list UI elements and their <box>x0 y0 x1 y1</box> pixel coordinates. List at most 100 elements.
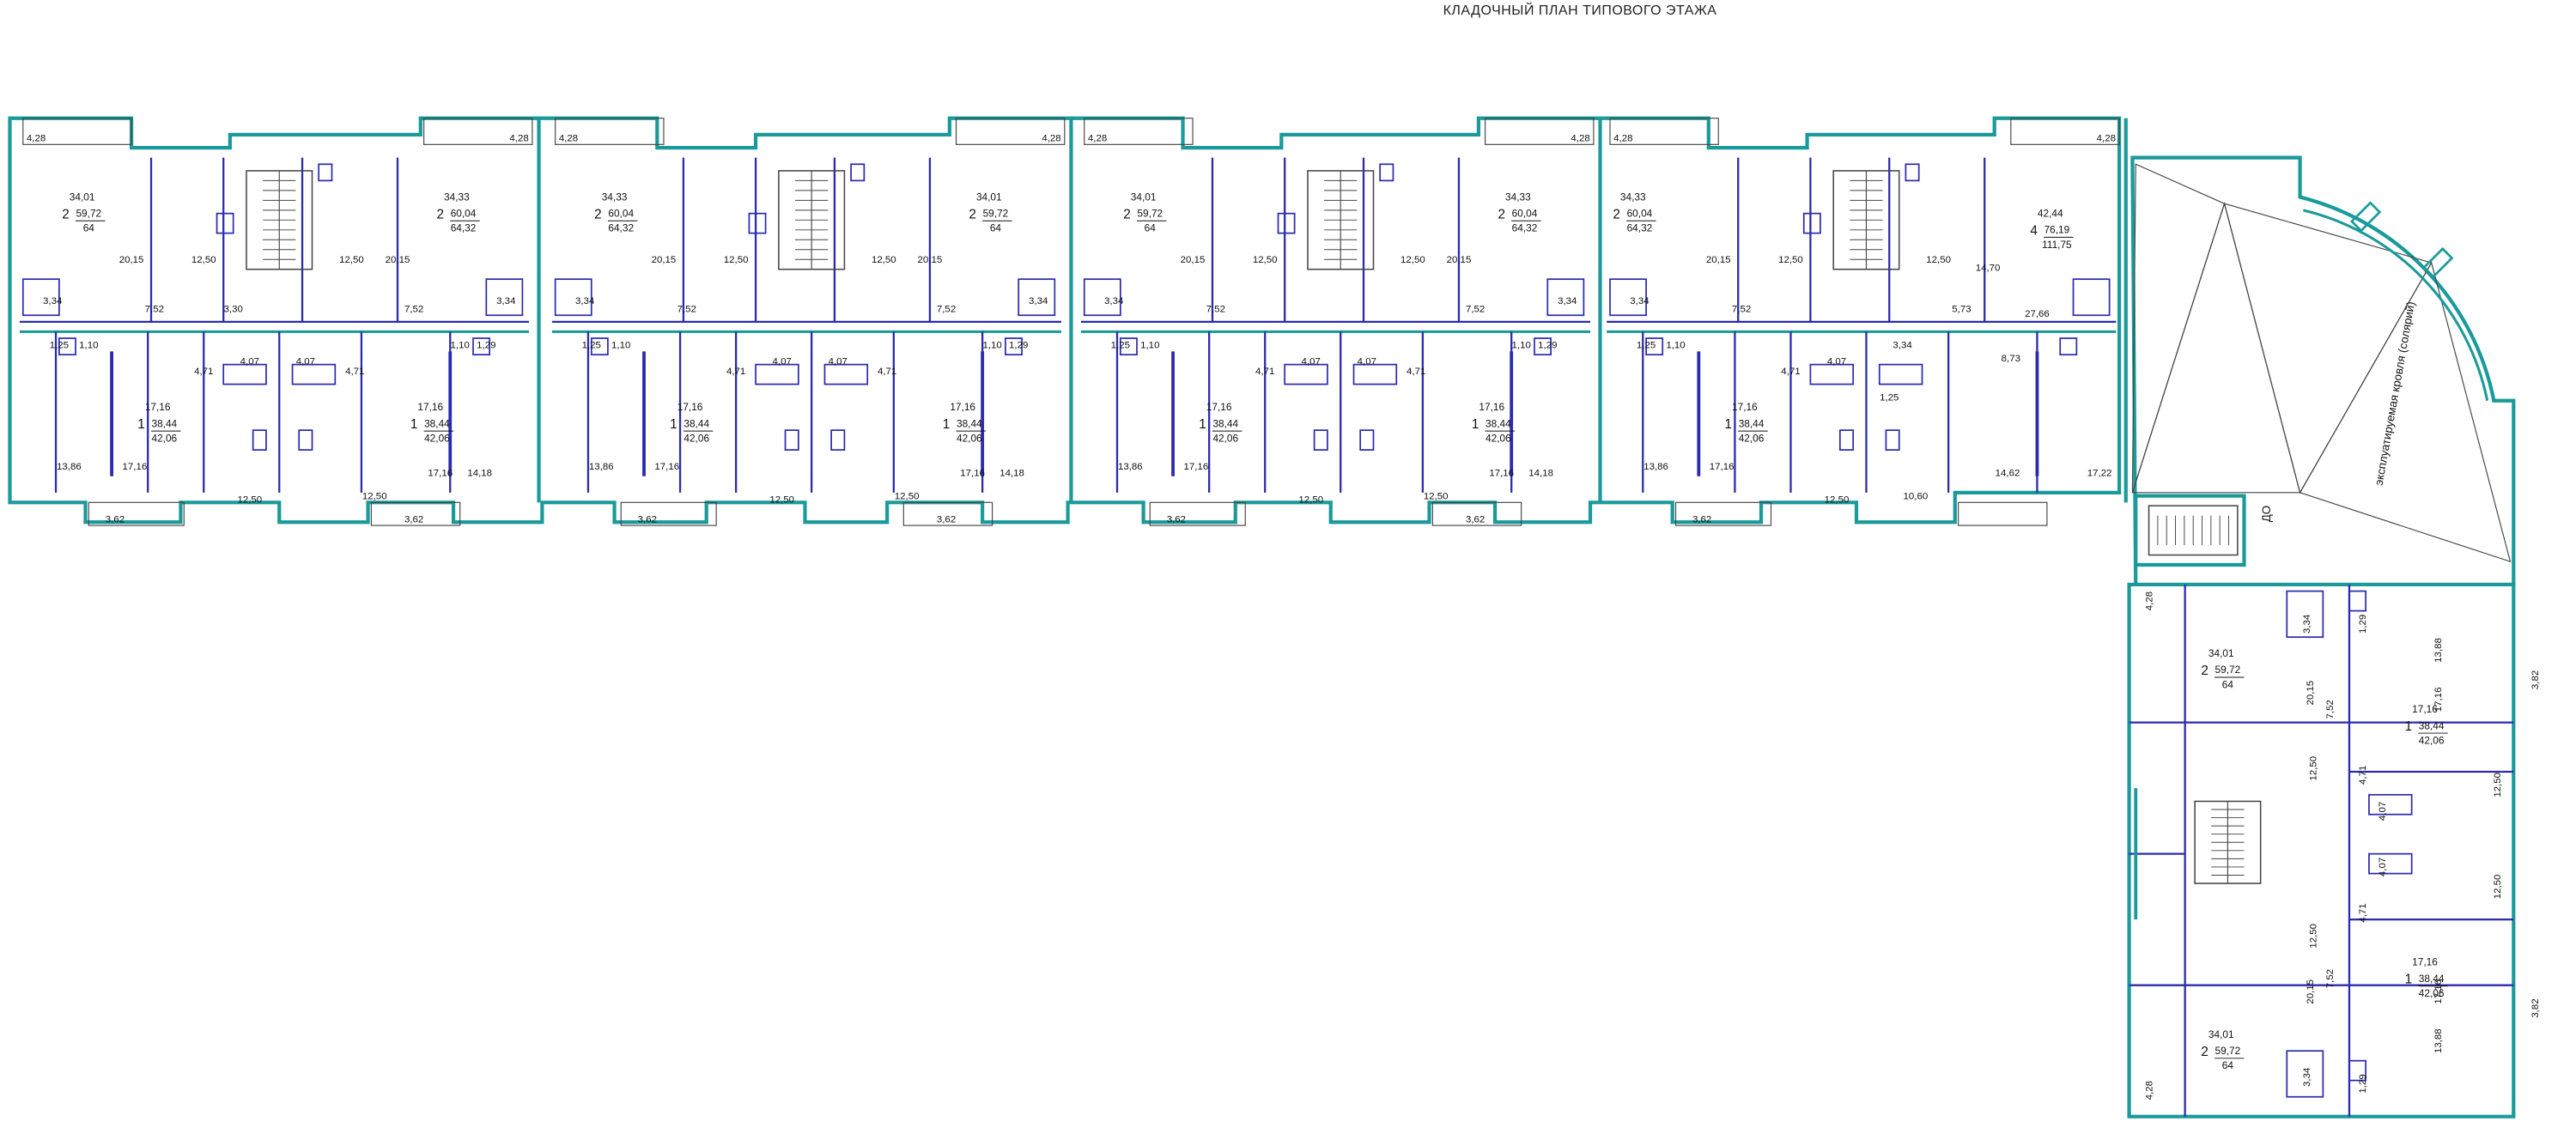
room-area: 20,15 <box>1181 255 1206 265</box>
room-area: 20,15 <box>1447 255 1472 265</box>
plumbing-fixture <box>1534 337 1552 356</box>
room-area: 12,50 <box>2309 756 2319 781</box>
balcony <box>555 118 665 145</box>
plumbing-fixture <box>1359 429 1375 451</box>
side-apartment-1room-bottom-gross-area: 42,06 <box>2419 987 2445 999</box>
room-area: 12,50 <box>2493 773 2503 797</box>
plumbing-fixture <box>1119 337 1138 356</box>
loggia-area: 3,62 <box>106 514 125 525</box>
apartment-left-1room-gross-area: 42,06 <box>683 433 709 445</box>
loggia <box>1674 501 1772 526</box>
apartment-right-total-area: 60,04 <box>1512 207 1538 219</box>
apartment-left-1room-room-count: 1 <box>670 417 677 432</box>
side-apartment-1room-top-total-area: 38,44 <box>2419 719 2445 731</box>
side-apartment-top-living-area: 34,01 <box>2208 647 2234 659</box>
apartment-right-1room-room-count: 1 <box>1472 417 1479 432</box>
apartment-right-total-area: 76,19 <box>2044 224 2070 236</box>
plumbing-fixture <box>2368 793 2413 816</box>
room-area: 12,50 <box>362 491 387 501</box>
loggia-area: 3,62 <box>1466 514 1485 525</box>
apartment-right-room-count: 4 <box>2030 224 2038 239</box>
apartment-right-1room-room-count: 1 <box>943 417 951 432</box>
apartment-right-1room-total-area: 38,44 <box>424 417 450 429</box>
room-area: 4,71 <box>2358 903 2368 922</box>
room-area: 1,25 <box>1637 341 1656 351</box>
plumbing-fixture <box>850 163 866 182</box>
room-area: 12,50 <box>724 255 749 265</box>
loggia <box>902 501 993 526</box>
room-area: 17,16 <box>123 462 148 472</box>
room-area: 12,50 <box>769 494 794 505</box>
balcony <box>22 118 132 145</box>
room-area: 13,86 <box>57 462 82 472</box>
room-area: 3,34 <box>43 296 63 306</box>
room-area: 4,07 <box>1358 357 1376 367</box>
apartment-left-room-count: 2 <box>62 207 70 221</box>
room-area: 17,16 <box>960 469 985 479</box>
side-wing-outline <box>2127 155 2516 1119</box>
room-area: 3,34 <box>1558 296 1577 306</box>
room-area: 1,10 <box>79 341 98 351</box>
room-area: 17,16 <box>428 469 453 479</box>
room-area: 3,34 <box>1630 296 1649 306</box>
apartment-left-1room-living-area: 17,16 <box>1732 401 1758 413</box>
room-area: 17,16 <box>2433 687 2444 712</box>
loggia-area: 3,82 <box>2530 998 2541 1017</box>
room-area: 7,52 <box>2325 700 2336 719</box>
loggia-area: 3,62 <box>937 514 956 525</box>
plumbing-fixture <box>1878 363 1923 385</box>
plumbing-fixture <box>252 429 267 451</box>
apartment-right-room-count: 2 <box>969 207 976 221</box>
room-area: 4,07 <box>1302 357 1321 367</box>
room-area: 12,50 <box>191 255 216 265</box>
apartment-left-1room-room-count: 1 <box>137 417 145 432</box>
plumbing-fixture <box>1083 278 1121 317</box>
roof-parapet <box>2303 209 2489 402</box>
room-area: 4,71 <box>345 367 364 377</box>
room-area: 4,07 <box>240 357 259 367</box>
room-area: 1,29 <box>1538 341 1557 351</box>
plumbing-fixture <box>1546 278 1585 317</box>
plumbing-fixture <box>1885 429 1900 451</box>
balcony-area: 4,28 <box>1042 134 1060 144</box>
room-area: 1,25 <box>50 341 69 351</box>
room-area: 12,50 <box>1400 255 1425 265</box>
roof-slope <box>2131 163 2226 494</box>
room-area: 4,71 <box>878 367 896 377</box>
apartment-right-gross-area: 111,75 <box>2042 239 2072 251</box>
apartment-right-gross-area: 64,32 <box>1512 222 1538 234</box>
plumbing-fixture <box>298 429 313 451</box>
plumbing-fixture <box>216 212 234 234</box>
room-area: 4,07 <box>1827 357 1846 367</box>
room-area: 12,50 <box>1825 494 1850 505</box>
room-area: 7,52 <box>2325 969 2336 988</box>
plumbing-fixture <box>1018 278 1056 317</box>
plumbing-fixture <box>318 163 333 182</box>
apartment-left-1room-total-area: 38,44 <box>1739 417 1765 429</box>
plumbing-fixture <box>1005 337 1023 356</box>
room-area: 14,62 <box>1996 469 2020 479</box>
room-area: 4,07 <box>773 357 792 367</box>
room-area: 20,15 <box>1706 255 1731 265</box>
room-area: 4,71 <box>2358 766 2368 785</box>
apartment-left-total-area: 59,72 <box>76 207 101 219</box>
room-area: 4,71 <box>726 367 745 377</box>
apartment-left-total-area: 60,04 <box>1627 207 1653 219</box>
room-area: 20,15 <box>918 255 943 265</box>
room-area: 20,15 <box>386 255 410 265</box>
room-area: 17,16 <box>1184 462 1209 472</box>
loggia <box>1149 501 1246 526</box>
room-area: 4,71 <box>1255 367 1274 377</box>
loggia <box>620 501 717 526</box>
plumbing-fixture <box>2286 590 2324 639</box>
plumbing-fixture <box>291 363 337 385</box>
loggia-area: 3,62 <box>1167 514 1186 525</box>
room-area: 7,52 <box>677 304 696 314</box>
room-area: 1,29 <box>2358 1074 2368 1093</box>
room-area: 13,86 <box>1118 462 1143 472</box>
balcony-area: 4,28 <box>509 134 528 144</box>
room-area: 12,50 <box>2309 924 2319 949</box>
apartment-left-1room-gross-area: 42,06 <box>151 433 177 445</box>
apartment-right-gross-area: 64 <box>990 222 1002 234</box>
plumbing-fixture <box>1838 429 1855 451</box>
